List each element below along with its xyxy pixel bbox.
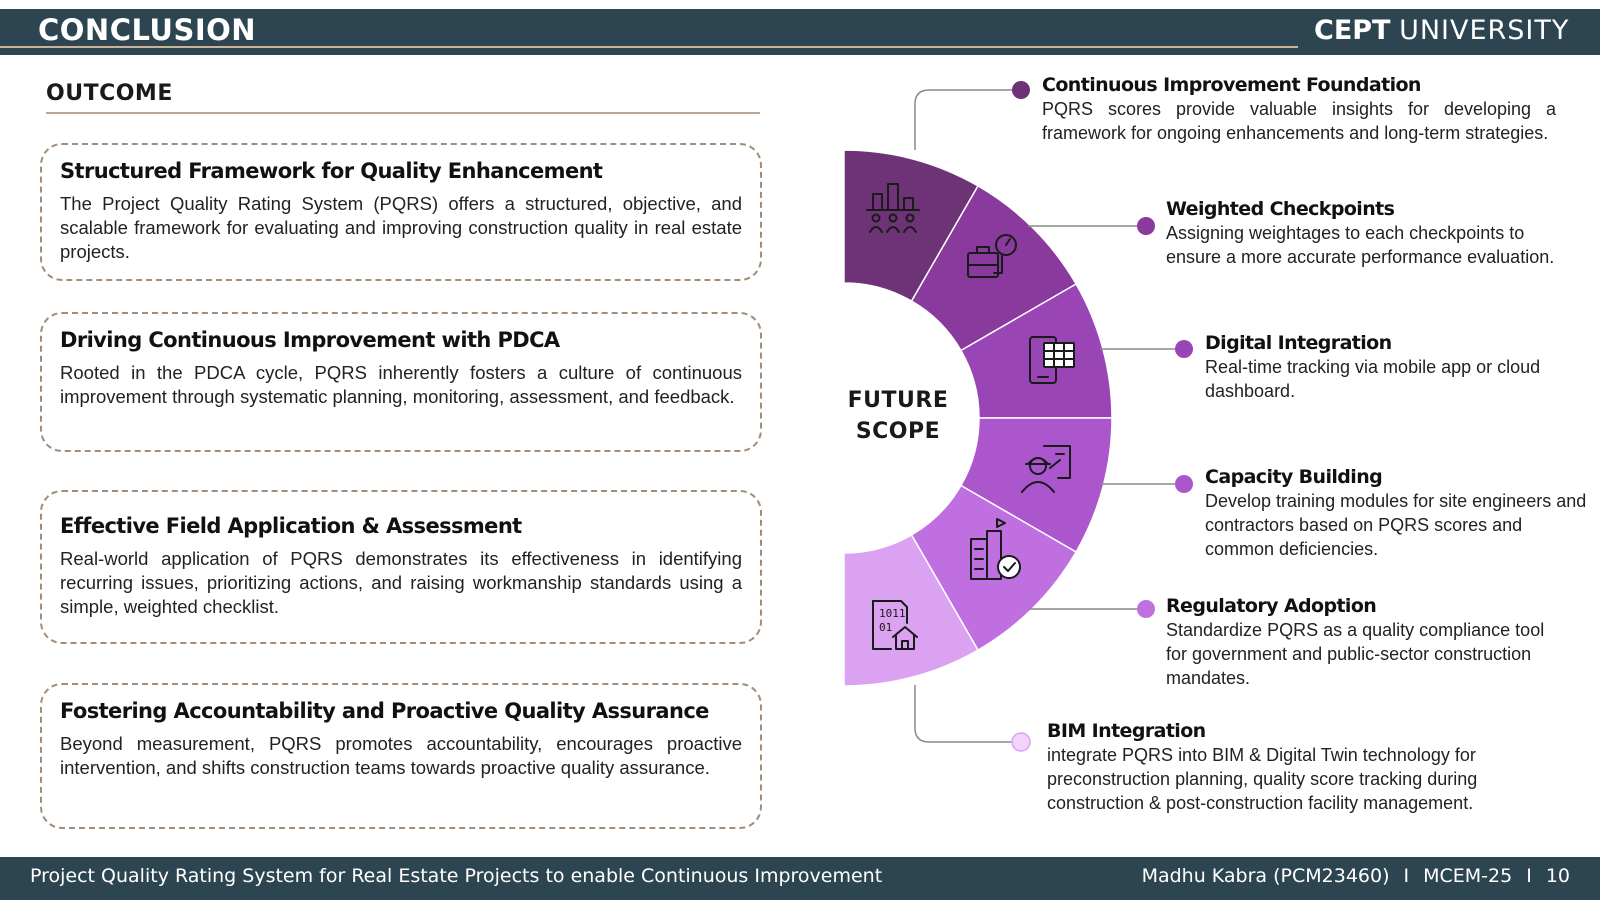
outcome-card: Driving Continuous Improvement with PDCA… xyxy=(40,312,762,452)
outcome-card: Fostering Accountability and Proactive Q… xyxy=(40,683,762,829)
future-scope-item-title: BIM Integration xyxy=(1047,720,1206,742)
footer-separator: I xyxy=(1526,865,1532,887)
logo-bold-text: CEPT xyxy=(1314,15,1391,46)
future-scope-item-body: Standardize PQRS as a quality compliance… xyxy=(1166,620,1545,688)
connector-dot xyxy=(1011,732,1031,752)
outcome-card-title: Structured Framework for Quality Enhance… xyxy=(60,159,603,183)
connector-dot xyxy=(1137,217,1155,235)
future-scope-item-title: Capacity Building xyxy=(1205,466,1383,488)
outcome-card-title: Fostering Accountability and Proactive Q… xyxy=(60,699,709,723)
university-logo: CEPT UNIVERSITY xyxy=(1314,15,1569,46)
footer-course: MCEM-25 xyxy=(1423,865,1513,887)
outcome-card-body: The Project Quality Rating System (PQRS)… xyxy=(60,193,742,262)
tablet-grid-icon xyxy=(1029,336,1075,384)
outcome-heading: OUTCOME xyxy=(46,81,173,106)
connector-line xyxy=(914,89,1012,150)
future-scope-item-body: Develop training modules for site engine… xyxy=(1205,491,1587,559)
outcome-card: Structured Framework for Quality Enhance… xyxy=(40,143,762,281)
footer-separator: I xyxy=(1403,865,1410,887)
connector-dot xyxy=(1012,81,1030,99)
connector-dot xyxy=(1175,475,1193,493)
outcome-card-title: Effective Field Application & Assessment xyxy=(60,514,522,538)
footer-author: Madhu Kabra (PCM23460) xyxy=(1141,865,1390,887)
building-check-icon xyxy=(970,518,1021,580)
outcome-card-title: Driving Continuous Improvement with PDCA xyxy=(60,328,560,352)
outcome-divider xyxy=(46,112,760,114)
future-scope-label: FUTURE SCOPE xyxy=(843,385,953,447)
future-scope-item-title: Weighted Checkpoints xyxy=(1166,198,1395,220)
outcome-card-body: Real-world application of PQRS demonstra… xyxy=(60,548,742,617)
connector-dot xyxy=(1175,340,1193,358)
toolbox-gauge-icon xyxy=(967,234,1017,278)
future-scope-item-body: PQRS scores provide valuable insights fo… xyxy=(1042,99,1556,143)
logo-light-text: UNIVERSITY xyxy=(1399,15,1570,46)
connector-line xyxy=(914,685,1012,743)
connector-dot xyxy=(1137,600,1155,618)
slide-title: CONCLUSION xyxy=(38,13,257,47)
future-scope-item: Digital Integration Real-time tracking v… xyxy=(1205,331,1545,403)
header-divider xyxy=(0,46,1298,48)
footer-bar: Project Quality Rating System for Real E… xyxy=(0,857,1600,900)
bar-chart-team-icon xyxy=(866,183,920,233)
svg-text:1011: 1011 xyxy=(879,607,906,620)
future-scope-item-title: Continuous Improvement Foundation xyxy=(1042,74,1421,96)
future-scope-item: Capacity Building Develop training modul… xyxy=(1205,465,1590,561)
future-scope-item-body: integrate PQRS into BIM & Digital Twin t… xyxy=(1047,745,1478,813)
engineer-board-icon xyxy=(1021,445,1071,493)
svg-text:01: 01 xyxy=(879,621,892,634)
page-number: 10 xyxy=(1545,865,1570,887)
connector-lines xyxy=(914,89,1175,743)
footer-meta: Madhu Kabra (PCM23460) I MCEM-25 I 10 xyxy=(1142,865,1570,887)
future-scope-item: BIM Integration integrate PQRS into BIM … xyxy=(1047,719,1537,815)
future-scope-item: Continuous Improvement Foundation PQRS s… xyxy=(1042,73,1556,145)
footer-project-title: Project Quality Rating System for Real E… xyxy=(30,865,883,887)
future-scope-label-line: SCOPE xyxy=(855,419,941,444)
future-scope-item-title: Regulatory Adoption xyxy=(1166,595,1377,617)
outcome-card-body: Rooted in the PDCA cycle, PQRS inherentl… xyxy=(60,362,742,407)
outcome-card: Effective Field Application & Assessment… xyxy=(40,490,762,644)
binary-house-icon: 1011 01 xyxy=(872,600,918,650)
future-scope-label-line: FUTURE xyxy=(847,388,949,413)
future-scope-item-title: Digital Integration xyxy=(1205,332,1392,354)
future-scope-item-body: Assigning weightages to each checkpoints… xyxy=(1166,223,1555,267)
future-scope-item-body: Real-time tracking via mobile app or clo… xyxy=(1205,357,1541,401)
future-scope-item: Weighted Checkpoints Assigning weightage… xyxy=(1166,197,1576,269)
header-bar: CONCLUSION CEPT UNIVERSITY xyxy=(0,9,1600,55)
future-scope-arc xyxy=(843,149,1113,687)
outcome-card-body: Beyond measurement, PQRS promotes accoun… xyxy=(60,733,742,778)
connector-dots xyxy=(1011,81,1193,752)
future-scope-item: Regulatory Adoption Standardize PQRS as … xyxy=(1166,594,1556,690)
